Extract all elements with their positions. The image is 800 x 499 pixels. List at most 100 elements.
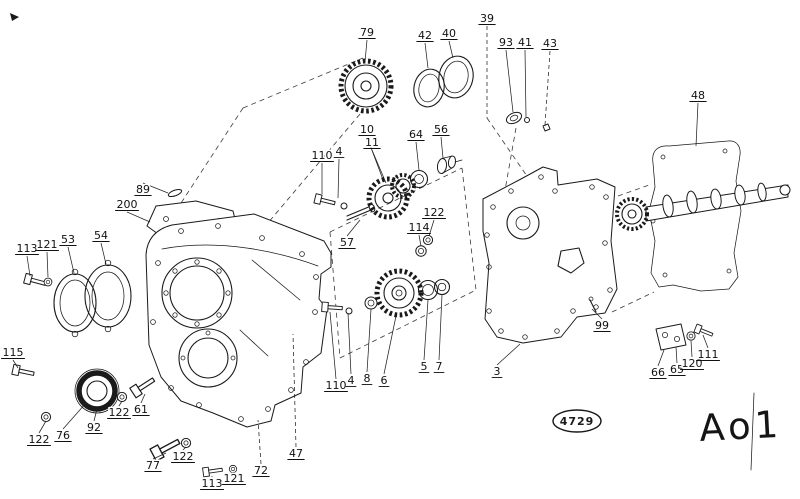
- stamp-number: 4729: [560, 415, 595, 428]
- bolt-115-icon: [11, 363, 36, 380]
- bolt-113-top-icon: [23, 272, 48, 290]
- ring-5-icon: [417, 279, 439, 301]
- part-label-56: 56: [434, 123, 448, 136]
- bolt-110-low-icon: [321, 301, 344, 314]
- leader-lines-layer: [12, 26, 709, 477]
- rear-plate-3: [482, 166, 618, 344]
- leader-line: [118, 400, 123, 407]
- part-label-61: 61: [134, 403, 148, 416]
- leader-line: [364, 39, 368, 63]
- washer-120-icon: [686, 331, 696, 341]
- leader-line: [423, 299, 429, 361]
- cover-plate-66: [655, 323, 715, 351]
- leader-line: [126, 211, 151, 223]
- page-fold-line: [750, 392, 755, 471]
- part-label-114: 114: [409, 221, 430, 234]
- ring-7-icon: [433, 278, 451, 296]
- part-label-93: 93: [499, 36, 513, 49]
- gasket-53: [53, 268, 97, 338]
- leader-line: [366, 308, 372, 373]
- sheet-marks: [10, 13, 755, 471]
- part-label-72: 72: [254, 464, 268, 477]
- part-label-10: 10: [360, 123, 374, 136]
- part-label-3: 3: [494, 365, 501, 378]
- leader-line: [657, 349, 665, 367]
- leader-line: [62, 402, 87, 430]
- timing-cover: [145, 213, 332, 428]
- part-label-122: 122: [29, 433, 50, 446]
- bolt-61-icon: [129, 374, 158, 399]
- part-label-43: 43: [543, 37, 557, 50]
- leader-line: [415, 141, 420, 171]
- leader-line: [383, 315, 397, 375]
- leader-line: [257, 419, 262, 465]
- leader-line: [12, 359, 19, 369]
- part-label-41: 41: [518, 36, 532, 49]
- part-label-47: 47: [289, 447, 303, 460]
- washer-122-c-icon: [180, 437, 192, 449]
- leader-line: [591, 308, 603, 320]
- crank-gear-79: [338, 58, 394, 114]
- part-label-66: 66: [651, 366, 665, 379]
- part-label-92: 92: [87, 421, 101, 434]
- leader-line: [232, 471, 235, 474]
- part-label-5: 5: [421, 360, 428, 373]
- washer-4-top-icon: [340, 202, 348, 210]
- washer-122-a-icon: [40, 411, 52, 423]
- small-parts-93-41-43: [505, 111, 551, 132]
- part-label-76: 76: [56, 429, 70, 442]
- part-label-6: 6: [381, 374, 388, 387]
- leader-line: [366, 136, 383, 178]
- part-label-99: 99: [595, 319, 609, 332]
- part-label-48: 48: [691, 89, 705, 102]
- leader-line: [702, 334, 709, 349]
- part-label-8: 8: [364, 372, 371, 385]
- stud-99: [589, 299, 597, 313]
- part-label-40: 40: [442, 27, 456, 40]
- part-label-122: 122: [109, 406, 130, 419]
- leader-line: [38, 420, 47, 434]
- leader-line: [337, 158, 340, 199]
- part-label-121: 121: [37, 238, 58, 251]
- leader-line: [329, 311, 337, 380]
- pulley-rings-42-40: [413, 55, 474, 108]
- part-label-39: 39: [480, 12, 494, 25]
- part-label-110: 110: [312, 149, 333, 162]
- part-label-4: 4: [336, 145, 343, 158]
- leader-line: [346, 219, 361, 237]
- part-label-113: 113: [202, 477, 223, 490]
- construction-lines: [169, 57, 655, 359]
- washer-122-top-icon: [422, 234, 434, 246]
- leader-line: [100, 242, 107, 265]
- ring-64-icon: [409, 169, 429, 189]
- gasket-54: [84, 259, 132, 333]
- leader-line: [505, 49, 514, 113]
- idler-gear-cluster: [313, 155, 463, 257]
- part-label-113: 113: [17, 242, 38, 255]
- leader-line: [424, 42, 429, 69]
- part-label-122: 122: [173, 450, 194, 463]
- bolt-113-bottom-icon: [202, 464, 224, 478]
- washer-4-low-icon: [345, 307, 353, 315]
- nut-114-icon: [415, 245, 427, 257]
- leader-line: [93, 408, 98, 422]
- part-label-65: 65: [670, 363, 684, 376]
- leader-line: [371, 149, 387, 184]
- part-label-4: 4: [348, 374, 355, 387]
- part-label-111: 111: [698, 348, 719, 361]
- lower-gear-set: [321, 268, 451, 318]
- leader-line: [67, 246, 75, 274]
- part-label-11: 11: [365, 136, 379, 149]
- part-label-54: 54: [94, 229, 108, 242]
- bolt-110-top-icon: [313, 193, 337, 209]
- leader-line: [292, 333, 297, 448]
- part-label-79: 79: [360, 26, 374, 39]
- stamp: 4729: [552, 409, 602, 433]
- leader-line: [448, 40, 454, 59]
- leader-line: [26, 255, 31, 277]
- leader-line: [524, 49, 527, 118]
- leader-line: [440, 136, 444, 159]
